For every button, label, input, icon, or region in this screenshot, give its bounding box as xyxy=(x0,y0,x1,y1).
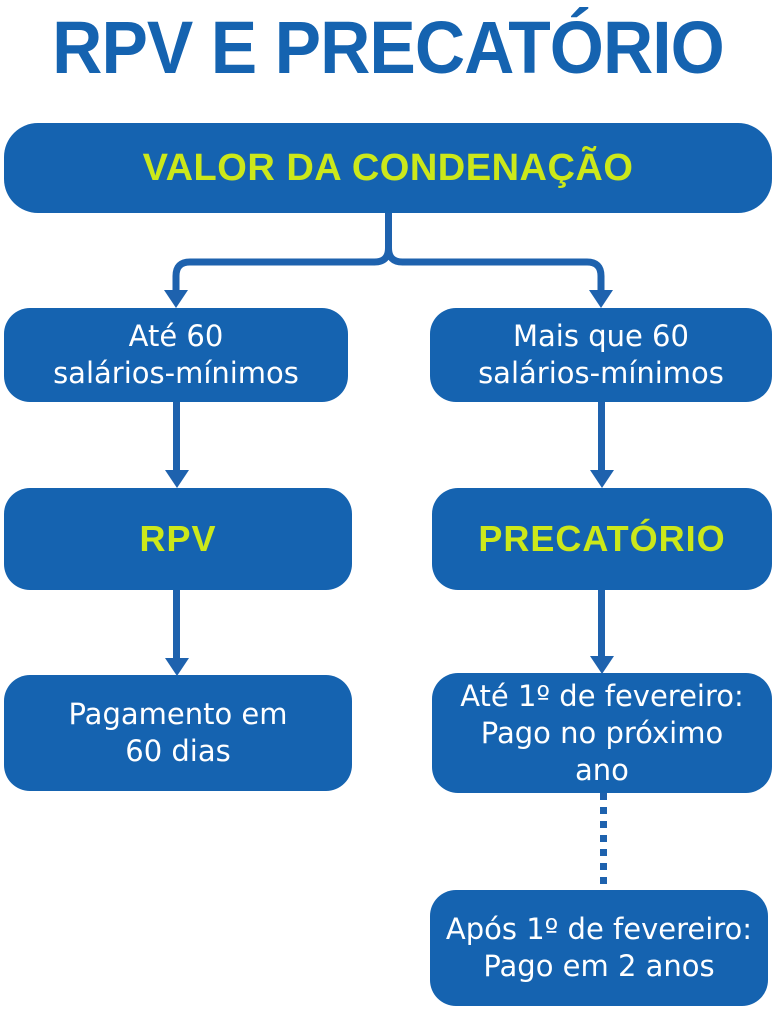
node-precatorio[interactable]: PRECATÓRIO xyxy=(432,488,772,590)
node-mais-que-60-salarios-minimos[interactable]: Mais que 60 salários-mínimos xyxy=(430,308,772,402)
arrow-shaft-left-2-to-3 xyxy=(173,588,180,660)
arrow-head-right-2-to-3 xyxy=(589,656,614,674)
node-rpv[interactable]: RPV xyxy=(4,488,352,590)
node-ate-1-de-fevereiro[interactable]: Até 1º de fevereiro: Pago no próximo ano xyxy=(432,673,772,793)
node-valor-da-condenacao[interactable]: VALOR DA CONDENAÇÃO xyxy=(4,123,772,213)
arrow-head-left-1-to-2 xyxy=(164,470,189,488)
arrow-head-right-1-to-2 xyxy=(589,470,614,488)
arrow-shaft-right-2-to-3 xyxy=(598,588,605,658)
node-pagamento-em-60-dias[interactable]: Pagamento em 60 dias xyxy=(4,675,352,791)
arrow-shaft-right-1-to-2 xyxy=(598,400,605,472)
arrow-head-left-2-to-3 xyxy=(164,658,189,676)
arrow-shaft-left-1-to-2 xyxy=(173,400,180,472)
node-ate-60-salarios-minimos[interactable]: Até 60 salários-mínimos xyxy=(4,308,348,402)
node-apos-1-de-fevereiro[interactable]: Após 1º de fevereiro: Pago em 2 anos xyxy=(430,890,768,1006)
dotted-connector-right-3-to-4 xyxy=(600,793,607,893)
branch-connector xyxy=(164,208,613,308)
page-title: RPV E PRECATÓRIO xyxy=(52,6,725,89)
